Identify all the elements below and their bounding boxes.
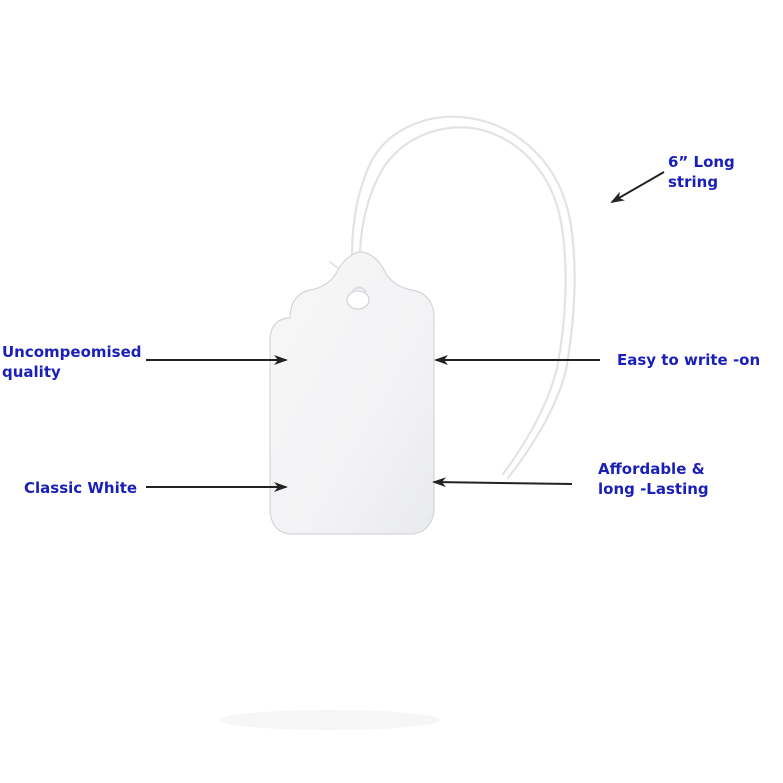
label-long-string-line1: 6” Long bbox=[668, 153, 735, 171]
label-quality-line1: Uncompeomised bbox=[2, 343, 142, 361]
tag-knot bbox=[351, 286, 367, 293]
label-affordable-line1: Affordable & bbox=[598, 460, 705, 478]
label-quality-line2: quality bbox=[2, 363, 61, 381]
label-affordable-line2: long -Lasting bbox=[598, 480, 709, 498]
arrow-icon bbox=[432, 477, 573, 488]
label-easy-to-write: Easy to write -on bbox=[617, 350, 760, 370]
label-long-string-line2: string bbox=[668, 173, 719, 191]
label-classic-white-line1: Classic White bbox=[24, 479, 138, 497]
label-affordable: Affordable & long -Lasting bbox=[598, 459, 709, 499]
price-tag-icon bbox=[269, 251, 435, 535]
label-quality: Uncompeomised quality bbox=[2, 342, 142, 382]
label-long-string: 6” Long string bbox=[668, 152, 735, 192]
label-classic-white: Classic White bbox=[24, 478, 137, 498]
label-easy-to-write-line1: Easy to write -on bbox=[617, 351, 761, 369]
arrow-icon bbox=[610, 171, 665, 203]
tag-shadow bbox=[220, 710, 440, 730]
tag-eyelet bbox=[346, 290, 370, 310]
